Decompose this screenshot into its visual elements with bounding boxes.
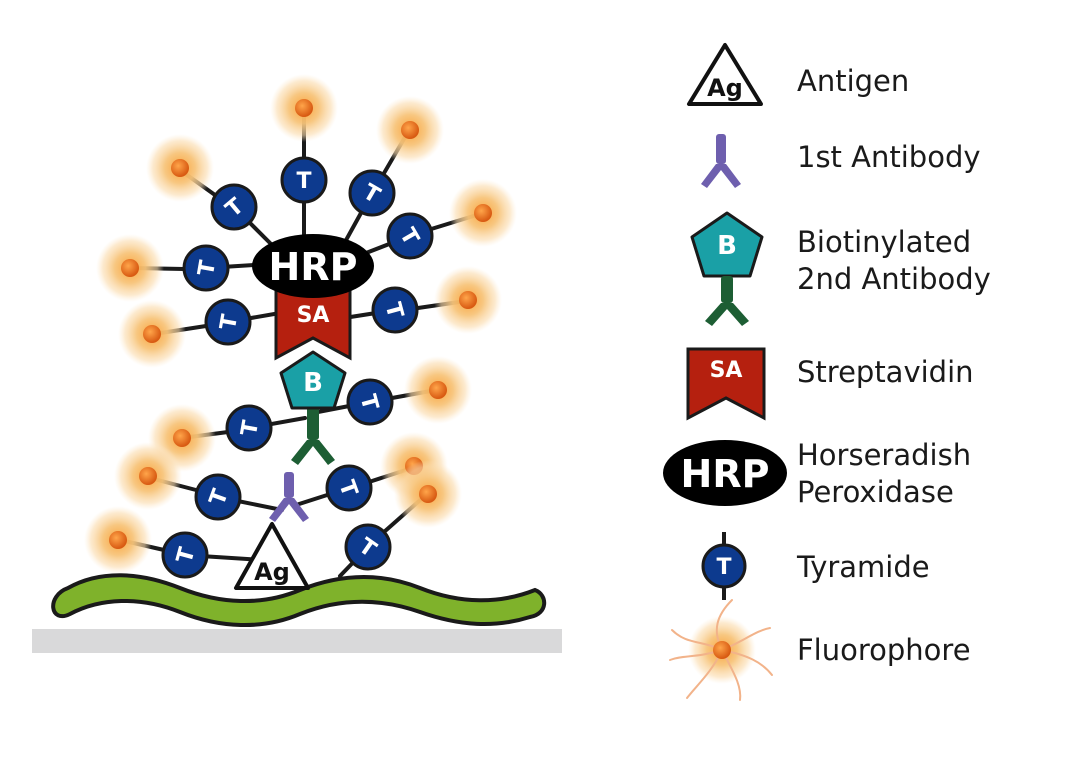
fluorophore-icon — [118, 300, 186, 368]
legend-hrp-icon: HRP — [663, 440, 787, 506]
legend-tyramide-icon: T — [701, 532, 747, 600]
legend-streptavidin-icon: SA — [686, 347, 766, 421]
tyramide-icon: T — [204, 298, 252, 346]
fluorophore-icon — [84, 506, 152, 574]
tyramide-icon: T — [348, 169, 396, 217]
fluorophore-icon — [394, 460, 462, 528]
legend-label-secondary-line1: Biotinylated — [797, 225, 971, 259]
svg-text:T: T — [296, 169, 311, 194]
tyramide-icon: T — [182, 244, 230, 292]
antigen-icon: Ag — [234, 522, 310, 590]
secondary-antibody-icon — [291, 406, 335, 465]
legend-label-secondary-line2: 2nd Antibody — [797, 262, 991, 296]
primary-antibody-icon — [269, 472, 309, 522]
fluorophore-icon — [96, 234, 164, 302]
tyramide-icon: T — [371, 286, 419, 334]
svg-text:Ag: Ag — [707, 74, 743, 102]
fluorophores — [84, 74, 517, 574]
hrp-icon: HRP — [252, 234, 374, 298]
tyramide-icon: T — [346, 378, 394, 426]
streptavidin-icon: SA — [274, 286, 352, 361]
legend-label-hrp-line2: Peroxidase — [797, 475, 954, 509]
svg-text:T: T — [716, 555, 731, 580]
svg-text:SA: SA — [710, 358, 743, 383]
legend-antigen-icon: Ag — [687, 43, 763, 106]
tyramide-icon: T — [194, 473, 242, 521]
tyramides: T T T T T T T T T T T T T — [161, 156, 434, 579]
legend-secondary-antibody-icon — [705, 276, 749, 326]
tyramide-icon: T — [280, 156, 328, 204]
fluorophore-icon — [434, 266, 502, 334]
fluorophore-icon — [270, 74, 338, 142]
legend-label-primary: 1st Antibody — [797, 140, 981, 174]
hrp-label: HRP — [269, 245, 358, 289]
svg-text:HRP: HRP — [681, 452, 770, 496]
legend-biotin-icon: B — [690, 211, 764, 278]
fluorophore-icon — [114, 442, 182, 510]
fluorophore-icon — [404, 356, 472, 424]
legend-label-fluor: Fluorophore — [797, 633, 971, 667]
legend-label-antigen: Antigen — [797, 64, 909, 98]
sa-label: SA — [297, 303, 330, 328]
tyramide-icon: T — [386, 212, 434, 260]
legend: Ag Antigen 1st Antibody B Biotinylated 2… — [663, 43, 991, 701]
tyramide-icon: T — [161, 531, 209, 579]
legend-primary-antibody-icon — [701, 134, 741, 188]
legend-label-sa: Streptavidin — [797, 355, 974, 389]
tyramide-icon: T — [344, 523, 392, 571]
fluorophore-icon — [146, 134, 214, 202]
svg-text:T: T — [237, 419, 264, 438]
tissue-section — [51, 573, 547, 627]
svg-text:T: T — [355, 392, 383, 413]
svg-text:T: T — [380, 300, 408, 321]
tyramide-icon: T — [225, 404, 273, 452]
glass-slide — [32, 629, 562, 653]
fluorophore-icon — [376, 96, 444, 164]
tyramide-icon: T — [325, 464, 373, 512]
biotin-icon: B — [279, 350, 347, 410]
svg-text:T: T — [216, 313, 243, 332]
svg-text:B: B — [717, 231, 737, 261]
legend-fluorophore-icon — [669, 599, 773, 701]
svg-text:T: T — [172, 545, 200, 566]
legend-label-hrp-line1: Horseradish — [797, 438, 971, 472]
legend-label-tyramide: Tyramide — [796, 550, 930, 584]
fluorophore-icon — [449, 179, 517, 247]
antigen-label: Ag — [254, 558, 290, 586]
svg-text:T: T — [194, 259, 221, 278]
biotin-label: B — [303, 368, 323, 398]
tyramide-icon: T — [210, 183, 258, 231]
